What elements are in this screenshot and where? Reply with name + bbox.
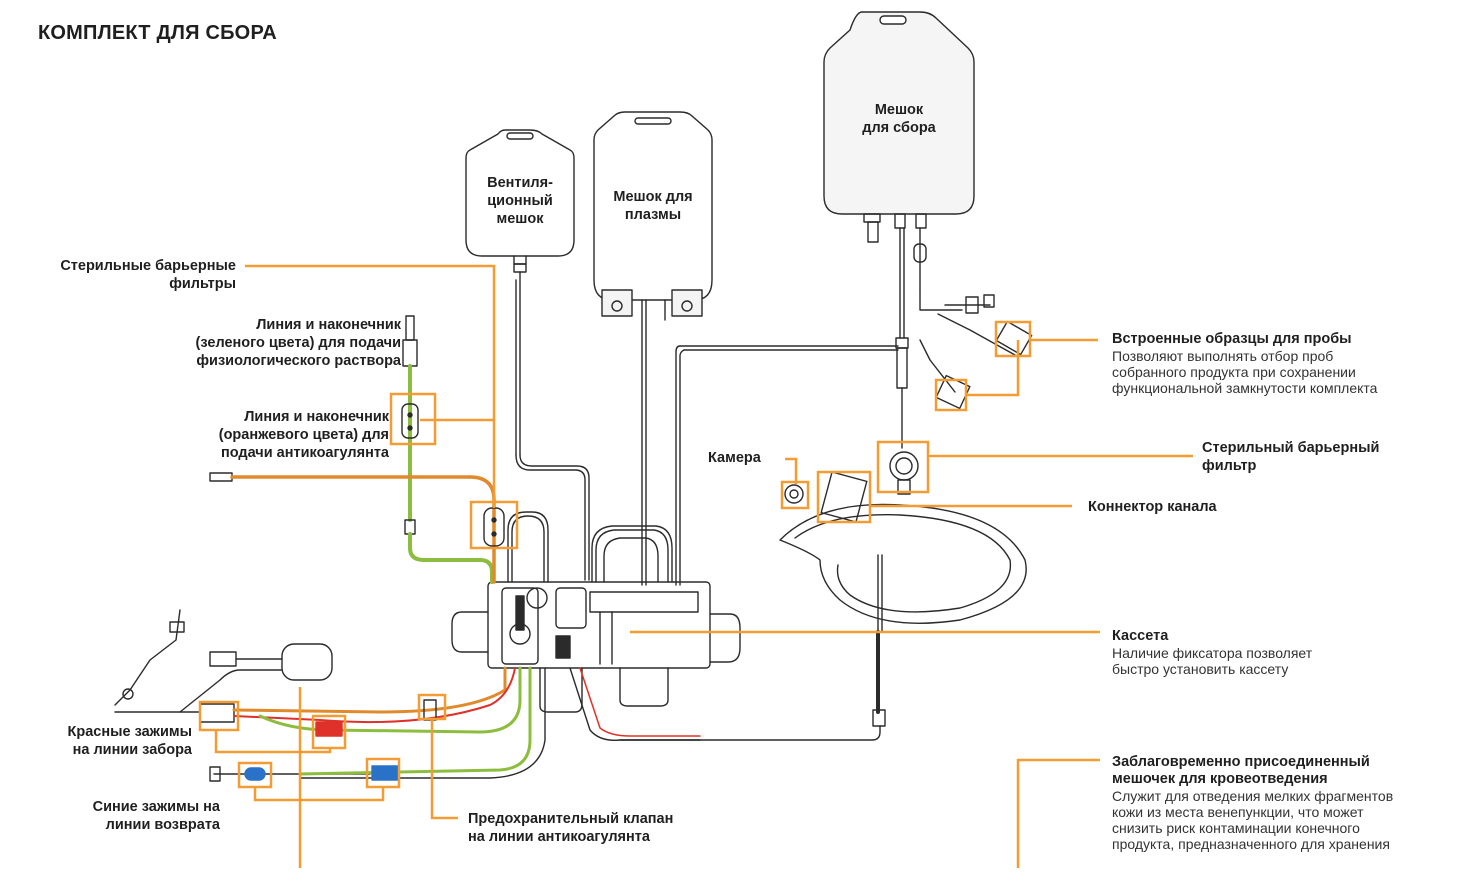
desc-diversion-heading: Заблаговременно присоединенный мешочек д… (1112, 754, 1370, 787)
desc-diversion: Заблаговременно присоединенный мешочек д… (1112, 754, 1393, 852)
label-anticoag-line: Линия и наконечник (оранжевого цвета) дл… (218, 409, 389, 461)
desc-samples: Встроенные образцы для пробы Позволяют в… (1112, 331, 1377, 396)
collection-bag-ports (675, 213, 1033, 586)
desc-cassette-heading: Кассета (1112, 628, 1169, 644)
page-title: КОМПЛЕКТ ДЛЯ СБОРА (38, 22, 277, 44)
desc-samples-heading: Встроенные образцы для пробы (1112, 331, 1352, 347)
vent-bag-shape (465, 129, 590, 581)
label-camera: Камера (708, 450, 761, 466)
callout-leaders (198, 264, 1193, 868)
donor-lines-shape (114, 609, 701, 782)
desc-diversion-text: Служит для отведения мелких фрагментов к… (1112, 788, 1394, 852)
desc-cassette-text: Наличие фиксатора позволяет быстро устан… (1112, 645, 1313, 677)
collection-bag-shape (823, 11, 975, 215)
desc-samples-text: Позволяют выполнять отбор проб собранног… (1112, 348, 1378, 396)
label-channel-connector: Коннектор канала (1088, 499, 1217, 515)
label-saline-line: Линия и наконечник (зеленого цвета) для … (195, 317, 401, 369)
desc-cassette: Кассета Наличие фиксатора позволяет быст… (1112, 628, 1312, 677)
saline-line-shape (401, 315, 494, 584)
label-sterile-filters: Стерильные барьерные фильтры (60, 258, 236, 292)
anticoag-line-shape (209, 472, 505, 584)
cassette-shape (451, 511, 741, 713)
label-sterile-filter: Стерильный барьерный фильтр (1202, 440, 1380, 474)
channel-shape (619, 471, 1027, 741)
label-blue-clamps: Синие зажимы на линии возврата (92, 799, 220, 833)
label-safety-valve: Предохранительный клапан на линии антико… (468, 811, 674, 845)
plasma-bag-shape (593, 111, 713, 586)
label-red-clamps: Красные зажимы на линии забора (67, 724, 192, 758)
